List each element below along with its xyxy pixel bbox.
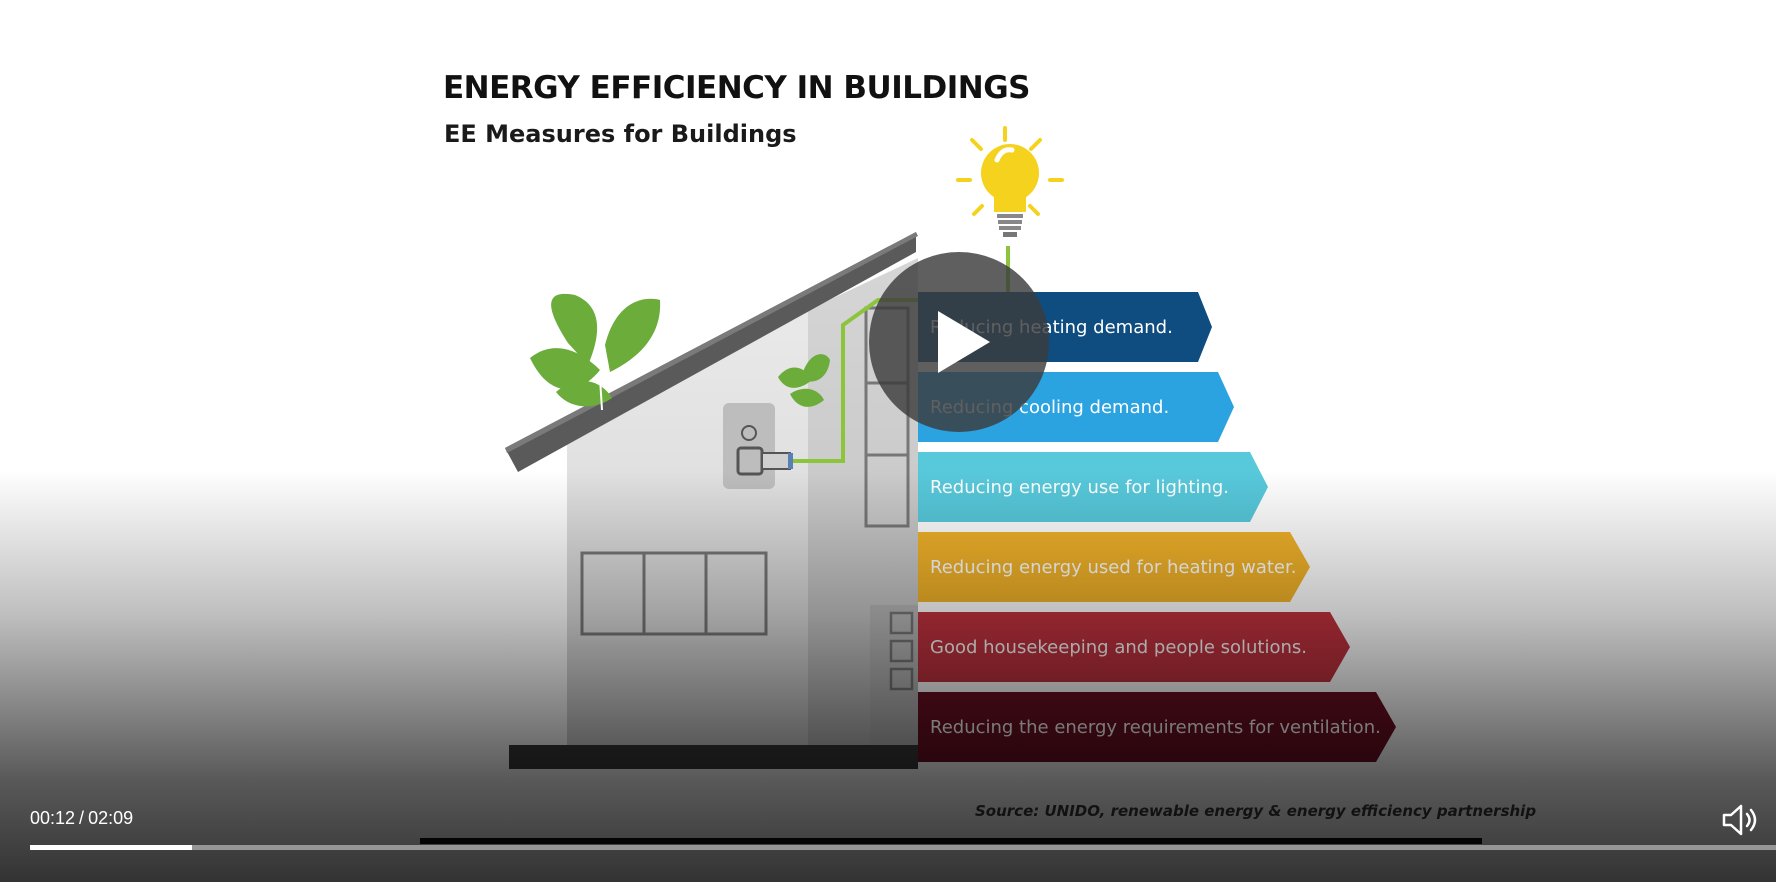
measure-arrow-housekeeping: Good housekeeping and people solutions. — [918, 612, 1350, 682]
play-button[interactable] — [869, 252, 1049, 432]
seek-bar[interactable] — [30, 845, 1776, 850]
house-foundation — [509, 745, 918, 769]
play-icon — [938, 311, 990, 373]
measure-arrow-lighting: Reducing energy use for lighting. — [918, 452, 1268, 522]
leaf-icon — [778, 354, 830, 407]
measure-label: Reducing energy used for heating water. — [930, 556, 1297, 578]
measure-arrow-water-heating: Reducing energy used for heating water. — [918, 532, 1310, 602]
measure-label: Good housekeeping and people solutions. — [930, 636, 1308, 658]
slide-subtitle: EE Measures for Buildings — [444, 120, 797, 148]
time-display: 00:12/02:09 — [30, 808, 133, 829]
player-controls: 00:12/02:09 — [0, 790, 1776, 882]
house-roof — [505, 232, 916, 472]
light-bulb-icon — [956, 126, 1064, 237]
time-separator: / — [79, 808, 85, 828]
leaf-icon — [530, 293, 661, 411]
duration: 02:09 — [88, 808, 134, 828]
measure-label: Reducing the energy requirements for ven… — [930, 716, 1381, 738]
current-time: 00:12 — [30, 808, 76, 828]
seek-bar-played — [30, 845, 193, 850]
volume-button[interactable] — [1720, 800, 1760, 840]
slide-title: ENERGY EFFICIENCY IN BUILDINGS — [443, 70, 1030, 106]
plug-icon — [723, 403, 775, 489]
volume-icon — [1722, 804, 1757, 836]
measure-label: Reducing energy use for lighting. — [930, 476, 1230, 498]
measure-arrow-ventilation: Reducing the energy requirements for ven… — [918, 692, 1396, 762]
